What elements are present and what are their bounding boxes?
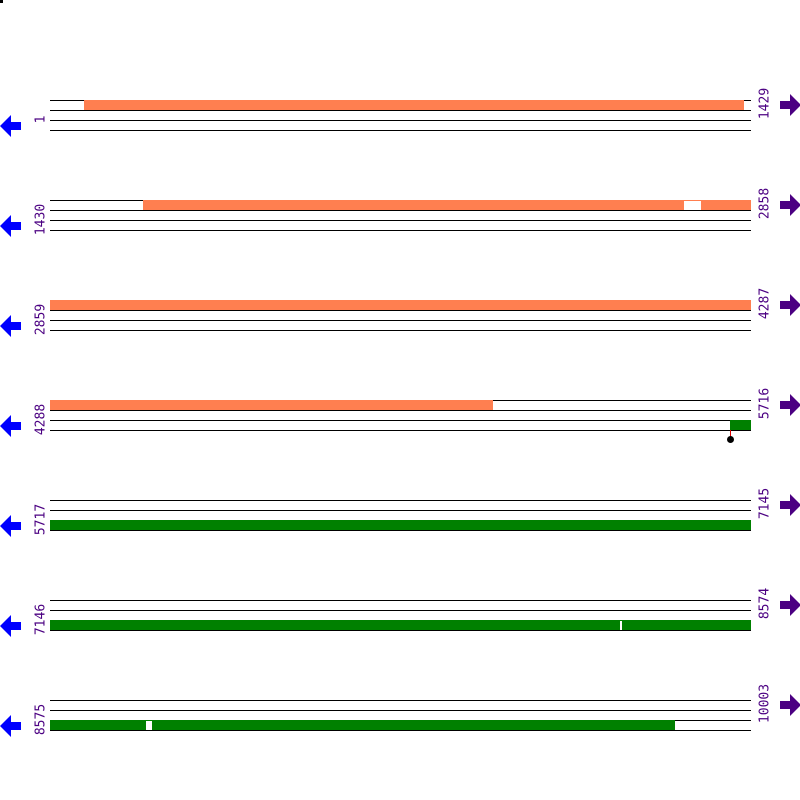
track-line [50, 710, 751, 711]
reverse-feature-bar[interactable] [50, 720, 675, 730]
track-line [50, 310, 751, 311]
track-line [50, 430, 751, 431]
forward-feature-bar[interactable] [50, 400, 493, 410]
start-position-label: 1 [33, 115, 49, 124]
track-line [50, 130, 751, 131]
reverse-feature-bar[interactable] [50, 620, 751, 630]
feature-gap [620, 621, 622, 630]
start-position-label: 7146 [33, 603, 49, 636]
track-line [50, 500, 751, 501]
sequence-row: 4288 5716 [0, 388, 800, 443]
arrow-left-icon[interactable] [0, 615, 22, 637]
end-position-label: 10003 [757, 683, 773, 724]
track-line [50, 230, 751, 231]
track-line [50, 510, 751, 511]
end-position-label: 8574 [757, 587, 773, 620]
marker-dot-icon[interactable] [727, 436, 734, 443]
arrow-left-icon[interactable] [0, 415, 22, 437]
reverse-feature-bar[interactable] [730, 420, 751, 430]
arrow-left-icon[interactable] [0, 715, 22, 737]
reverse-feature-bar[interactable] [50, 520, 751, 530]
forward-feature-bar[interactable] [84, 100, 744, 110]
start-position-label: 5717 [33, 503, 49, 536]
feature-gap [146, 721, 152, 730]
track-line [50, 420, 751, 421]
track-line [50, 730, 751, 731]
track-line [50, 120, 751, 121]
track-line [50, 220, 751, 221]
sequence-row: 8575 10003 [0, 684, 800, 740]
track-line [50, 330, 751, 331]
sequence-row: 1 1429 [0, 88, 800, 140]
track-line [50, 110, 751, 111]
arrow-left-icon[interactable] [0, 315, 22, 337]
arrow-right-icon[interactable] [779, 394, 800, 416]
forward-feature-bar[interactable] [143, 200, 751, 210]
track-line [50, 530, 751, 531]
track-line [50, 210, 751, 211]
arrow-left-icon[interactable] [0, 515, 22, 537]
sequence-row: 2859 4287 [0, 288, 800, 340]
arrow-left-icon[interactable] [0, 215, 22, 237]
marker-stem [730, 430, 731, 438]
track-line [50, 700, 751, 701]
arrow-right-icon[interactable] [779, 594, 800, 616]
sequence-row: 7146 8574 [0, 588, 800, 640]
end-position-label: 4287 [757, 287, 773, 320]
start-position-label: 1430 [33, 203, 49, 236]
arrow-left-icon[interactable] [0, 115, 22, 137]
arrow-right-icon[interactable] [779, 494, 800, 516]
feature-gap [684, 201, 701, 210]
track-line [50, 410, 751, 411]
arrow-right-icon[interactable] [779, 194, 800, 216]
end-position-label: 5716 [757, 387, 773, 420]
track-line [50, 630, 751, 631]
track-line [50, 600, 751, 601]
forward-feature-bar[interactable] [50, 300, 751, 310]
track-line [50, 610, 751, 611]
arrow-right-icon[interactable] [779, 294, 800, 316]
start-position-label: 8575 [33, 703, 49, 736]
track-line [50, 320, 751, 321]
end-position-label: 2858 [757, 187, 773, 220]
sequence-row: 1430 2858 [0, 188, 800, 240]
sequence-row: 5717 7145 [0, 488, 800, 540]
arrow-right-icon[interactable] [779, 94, 800, 116]
corner-mark [0, 0, 3, 3]
start-position-label: 4288 [33, 403, 49, 436]
start-position-label: 2859 [33, 303, 49, 336]
arrow-right-icon[interactable] [779, 694, 800, 716]
end-position-label: 1429 [757, 87, 773, 120]
end-position-label: 7145 [757, 487, 773, 520]
